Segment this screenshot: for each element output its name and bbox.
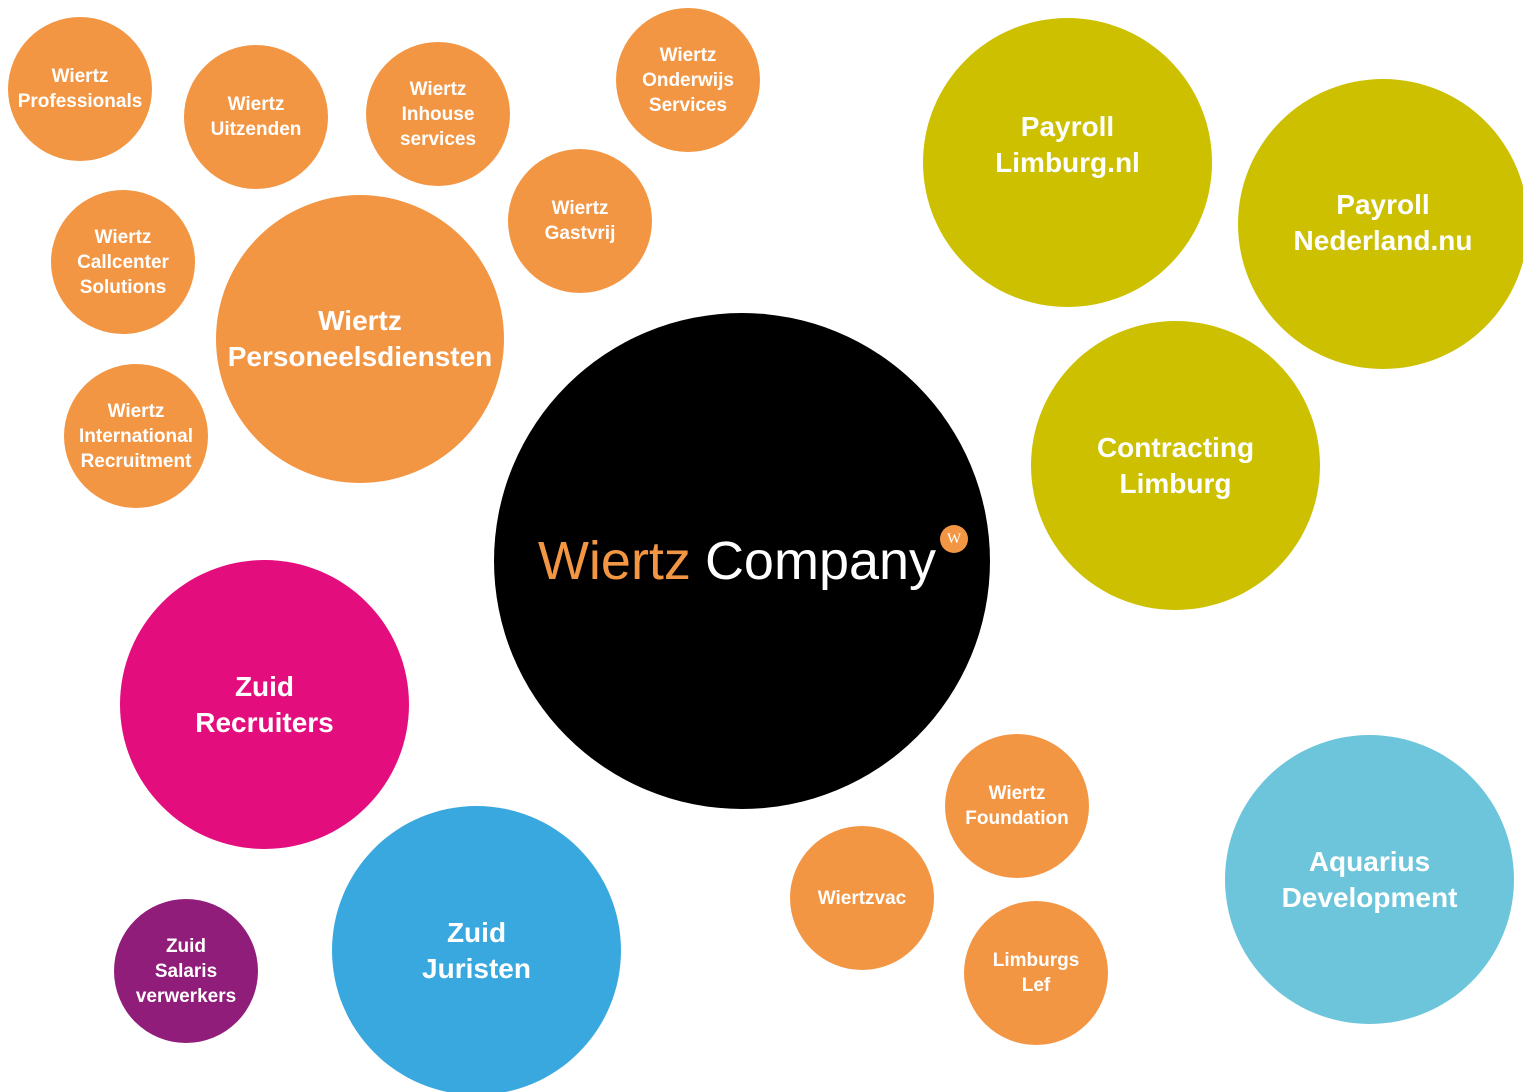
bubble-label-line: Professionals: [17, 91, 143, 112]
bubble-wiertz-foundation: Wiertz Foundation: [945, 734, 1089, 878]
bubble-label-line: Wiertz: [988, 783, 1046, 804]
bubble-label-line: Zuid: [234, 670, 295, 702]
bubble-label-line: Services: [648, 94, 728, 116]
bubble-wiertzvac: Wiertzvac: [790, 826, 934, 970]
bubble-label-line: Gastvrij: [544, 223, 616, 244]
brand-wiertz-text: Wiertz: [537, 531, 691, 591]
bubble-label-line: Zuid: [446, 916, 507, 948]
bubble-label-line: Uitzenden: [210, 119, 302, 140]
bubble-label-line: Contracting: [1096, 431, 1255, 463]
bubble-label-line: Nederland.nu: [1293, 225, 1473, 256]
bubble-label-line: Lef: [1021, 975, 1051, 996]
bubble-wiertz-onderwijs-services: Wiertz Onderwijs Services: [616, 8, 760, 152]
bubble-label-line: Wiertz: [51, 66, 109, 87]
bubble-zuid-recruiters: Zuid Recruiters: [120, 560, 409, 849]
bubble-contracting-limburg: Contracting Limburg: [1031, 321, 1320, 610]
bubble-label-line: Zuid: [165, 935, 207, 957]
bubble-label-line: Limburgs: [992, 950, 1080, 971]
bubble-payroll-limburg: Payroll Limburg.nl: [923, 18, 1212, 307]
bubble-label-line: Wiertz: [659, 44, 717, 66]
bubble-limburgs-lef: Limburgs Lef: [964, 901, 1108, 1045]
bubble-wiertz-gastvrij: Wiertz Gastvrij: [508, 149, 652, 293]
bubble-label-line: Juristen: [422, 952, 531, 984]
bubble-label-line: services: [399, 128, 477, 150]
bubble-label-line: Callcenter: [77, 251, 169, 273]
bubble-label-line: Personeelsdiensten: [227, 341, 493, 372]
bubble-label-line: Wiertzvac: [817, 887, 907, 909]
bubble-wiertz-callcenter-solutions: Wiertz Callcenter Solutions: [51, 190, 195, 334]
bubble-payroll-nederland: Payroll Nederland.nu: [1238, 79, 1523, 369]
bubble-label-line: Wiertz: [107, 400, 165, 422]
bubble-label-line: Wiertz: [318, 305, 402, 336]
bubble-label-line: Foundation: [965, 808, 1069, 829]
bubble-label-line: Salaris: [154, 960, 218, 982]
bubble-aquarius-development: Aquarius Development: [1225, 735, 1514, 1024]
bubble-label-line: Recruitment: [80, 450, 192, 472]
bubble-label-line: Payroll: [1336, 189, 1430, 220]
bubble-label-line: Wiertz: [551, 198, 609, 219]
bubble-wiertz-inhouse-services: Wiertz Inhouse services: [366, 42, 510, 186]
bubble-label-line: Payroll: [1020, 110, 1115, 142]
bubble-label-line: verwerkers: [135, 985, 237, 1007]
w-logo-icon: W: [940, 525, 969, 553]
bubble-label-line: Solutions: [79, 276, 167, 298]
wiertz-company-logo: Wiertz Company W: [537, 525, 969, 591]
bubble-label-line: Wiertz: [94, 226, 152, 248]
bubble-label-line: International: [78, 425, 193, 447]
bubble-label-line: Development: [1281, 881, 1458, 913]
bubble-label-line: Inhouse: [401, 103, 475, 125]
bubble-wiertz-professionals: Wiertz Professionals: [8, 17, 152, 161]
bubble-label-line: Aquarius: [1308, 845, 1431, 877]
bubble-zuid-juristen: Zuid Juristen: [332, 806, 621, 1092]
bubble-label-line: Wiertz: [227, 94, 285, 115]
bubble-zuid-salaris-verwerkers: Zuid Salaris verwerkers: [114, 899, 258, 1043]
bubble-label-line: Onderwijs: [642, 69, 734, 91]
center-brand-bubble: Wiertz Company W: [494, 313, 990, 809]
bubble-label-line: Limburg: [1119, 467, 1232, 499]
bubble-label-line: Recruiters: [195, 706, 334, 738]
bubble-wiertz-uitzenden: Wiertz Uitzenden: [184, 45, 328, 189]
bubble-wiertz-international-recruitment: Wiertz International Recruitment: [64, 364, 208, 508]
brand-company-text: Company: [704, 531, 937, 591]
bubble-label-line: Wiertz: [409, 78, 467, 100]
bubble-wiertz-personeelsdiensten: Wiertz Personeelsdiensten: [216, 195, 504, 483]
bubble-label-line: Limburg.nl: [995, 146, 1140, 178]
